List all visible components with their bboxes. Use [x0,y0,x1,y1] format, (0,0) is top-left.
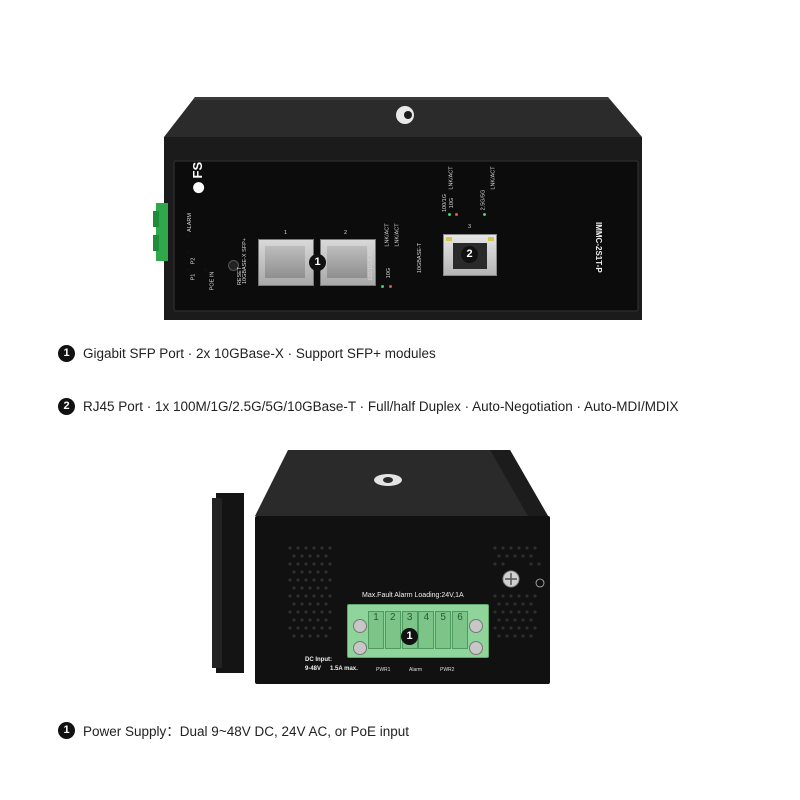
rj45-number: 3 [468,224,472,230]
terminal-6[interactable]: 6 [451,611,468,649]
marker-badge-power: 1 [401,628,418,645]
p2-label: P2 [190,257,197,265]
alarm-group-label: Alarm [409,667,423,673]
terminal-4[interactable]: 4 [418,611,435,649]
alarm-loading-label: Max.Fault Alarm Loading:24V,1A [362,592,464,599]
caption-text: Gigabit SFP Port · 2x 10GBase-X · Suppor… [83,346,436,361]
sfp-port-1[interactable] [258,239,314,286]
rj45-led-2 [455,213,458,216]
sfp-lnk-act-label-1: LNK/ACT [384,223,391,247]
poe-in-label: POE IN [209,271,216,291]
reset-button[interactable] [228,260,239,271]
marker-badge-sfp: 1 [309,254,326,271]
rj45-speed1-label: 100/1G [442,193,449,213]
rj45-label: 10GBASE-T [417,242,424,274]
caption-power: 1 Power Supply：Dual 9~48V DC, 24V AC, or… [58,720,409,740]
sfp-port-label: 10GBASE-X SFP+ [242,237,249,285]
caption-text: RJ45 Port · 1x 100M/1G/2.5G/5G/10GBase-T… [83,399,679,414]
rj45-speed3-label: 2.5G/5G [480,189,487,211]
poe-led [204,268,207,271]
terminal-2[interactable]: 2 [384,611,401,649]
p2-led [187,251,190,254]
caption-sfp: 1 Gigabit SFP Port · 2x 10GBase-X · Supp… [58,345,436,362]
sfp-lnk-act-label-2: LNK/ACT [394,223,401,247]
rj45-speed2-label: 10G [449,197,456,209]
rj45-lnk-act-label-1: LNK/ACT [448,166,455,190]
pwr2-label: PWR2 [440,667,455,673]
p1-label: P1 [190,273,197,281]
rj45-lnk-act-label-2: LNK/ACT [490,166,497,190]
marker-badge-rj45: 2 [461,246,478,263]
alarm-label: ALARM [187,213,193,232]
sfp-speed-led-red [389,285,392,288]
rj45-led-1 [448,213,451,216]
caption-marker: 1 [58,721,75,739]
caption-marker: 1 [58,345,75,362]
sfp1-number: 1 [284,230,288,236]
caption-marker: 2 [58,398,75,415]
sfp-speed-led-green [381,285,384,288]
ground-screw-icon [503,571,519,587]
vent-grille [288,546,545,638]
terminal-1[interactable]: 1 [368,611,384,649]
front-device [150,95,650,320]
terminal-block[interactable]: 1 2 3 4 5 6 [347,604,489,658]
brand-logo: FS [190,161,206,194]
dc-input-current: 1.5A max. [330,666,358,672]
pwr1-label: PWR1 [376,667,391,673]
brand-name: FS [190,161,206,179]
model-label: IMMC-2S1T-P [594,222,603,273]
sfp-speed2-label: 10G [386,267,393,279]
sfp-speed1-label: 100/1G/2.5G [367,249,374,281]
dc-input-voltage: 9-48V [305,666,322,672]
dc-input-title: DC Input: [305,657,332,663]
p1-led [187,268,190,271]
sfp2-number: 2 [344,230,348,236]
caption-text: Power Supply：Dual 9~48V DC, 24V AC, or P… [83,724,410,739]
alarm-led [187,235,190,238]
caption-rj45: 2 RJ45 Port · 1x 100M/1G/2.5G/5G/10GBase… [58,398,679,415]
terminal-5[interactable]: 5 [435,611,452,649]
rj45-led-3 [483,213,486,216]
